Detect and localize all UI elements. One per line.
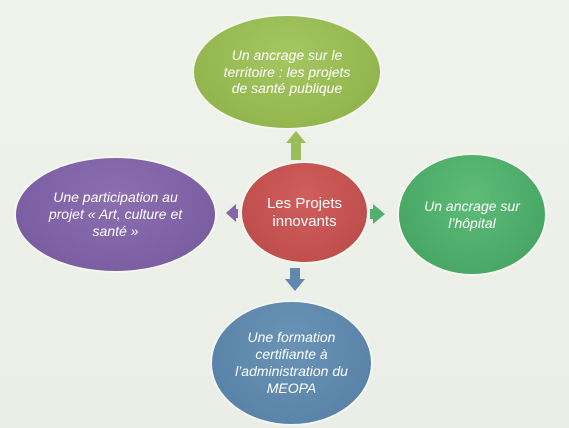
arrow-right xyxy=(370,204,385,224)
node-territoire-label: Un ancrage sur le territoire : les proje… xyxy=(223,46,351,97)
node-hopital: Un ancrage sur l’hôpital xyxy=(397,153,547,276)
node-projets-innovants-label: Les Projets innovants xyxy=(266,194,343,230)
node-hopital-label: Un ancrage sur l’hôpital xyxy=(424,197,520,231)
arrow-up xyxy=(286,131,306,160)
arrow-left xyxy=(226,204,238,222)
node-art-culture-sante-label: Une participation au projet « Art, cultu… xyxy=(48,189,183,239)
node-art-culture-sante: Une participation au projet « Art, cultu… xyxy=(14,156,217,273)
arrow-down xyxy=(285,268,305,291)
node-territoire: Un ancrage sur le territoire : les proje… xyxy=(192,14,382,130)
node-formation-meopa-label: Une formation certifiante à l’administra… xyxy=(235,329,348,396)
node-projets-innovants: Les Projets innovants xyxy=(240,161,369,264)
node-formation-meopa: Une formation certifiante à l’administra… xyxy=(210,300,373,426)
